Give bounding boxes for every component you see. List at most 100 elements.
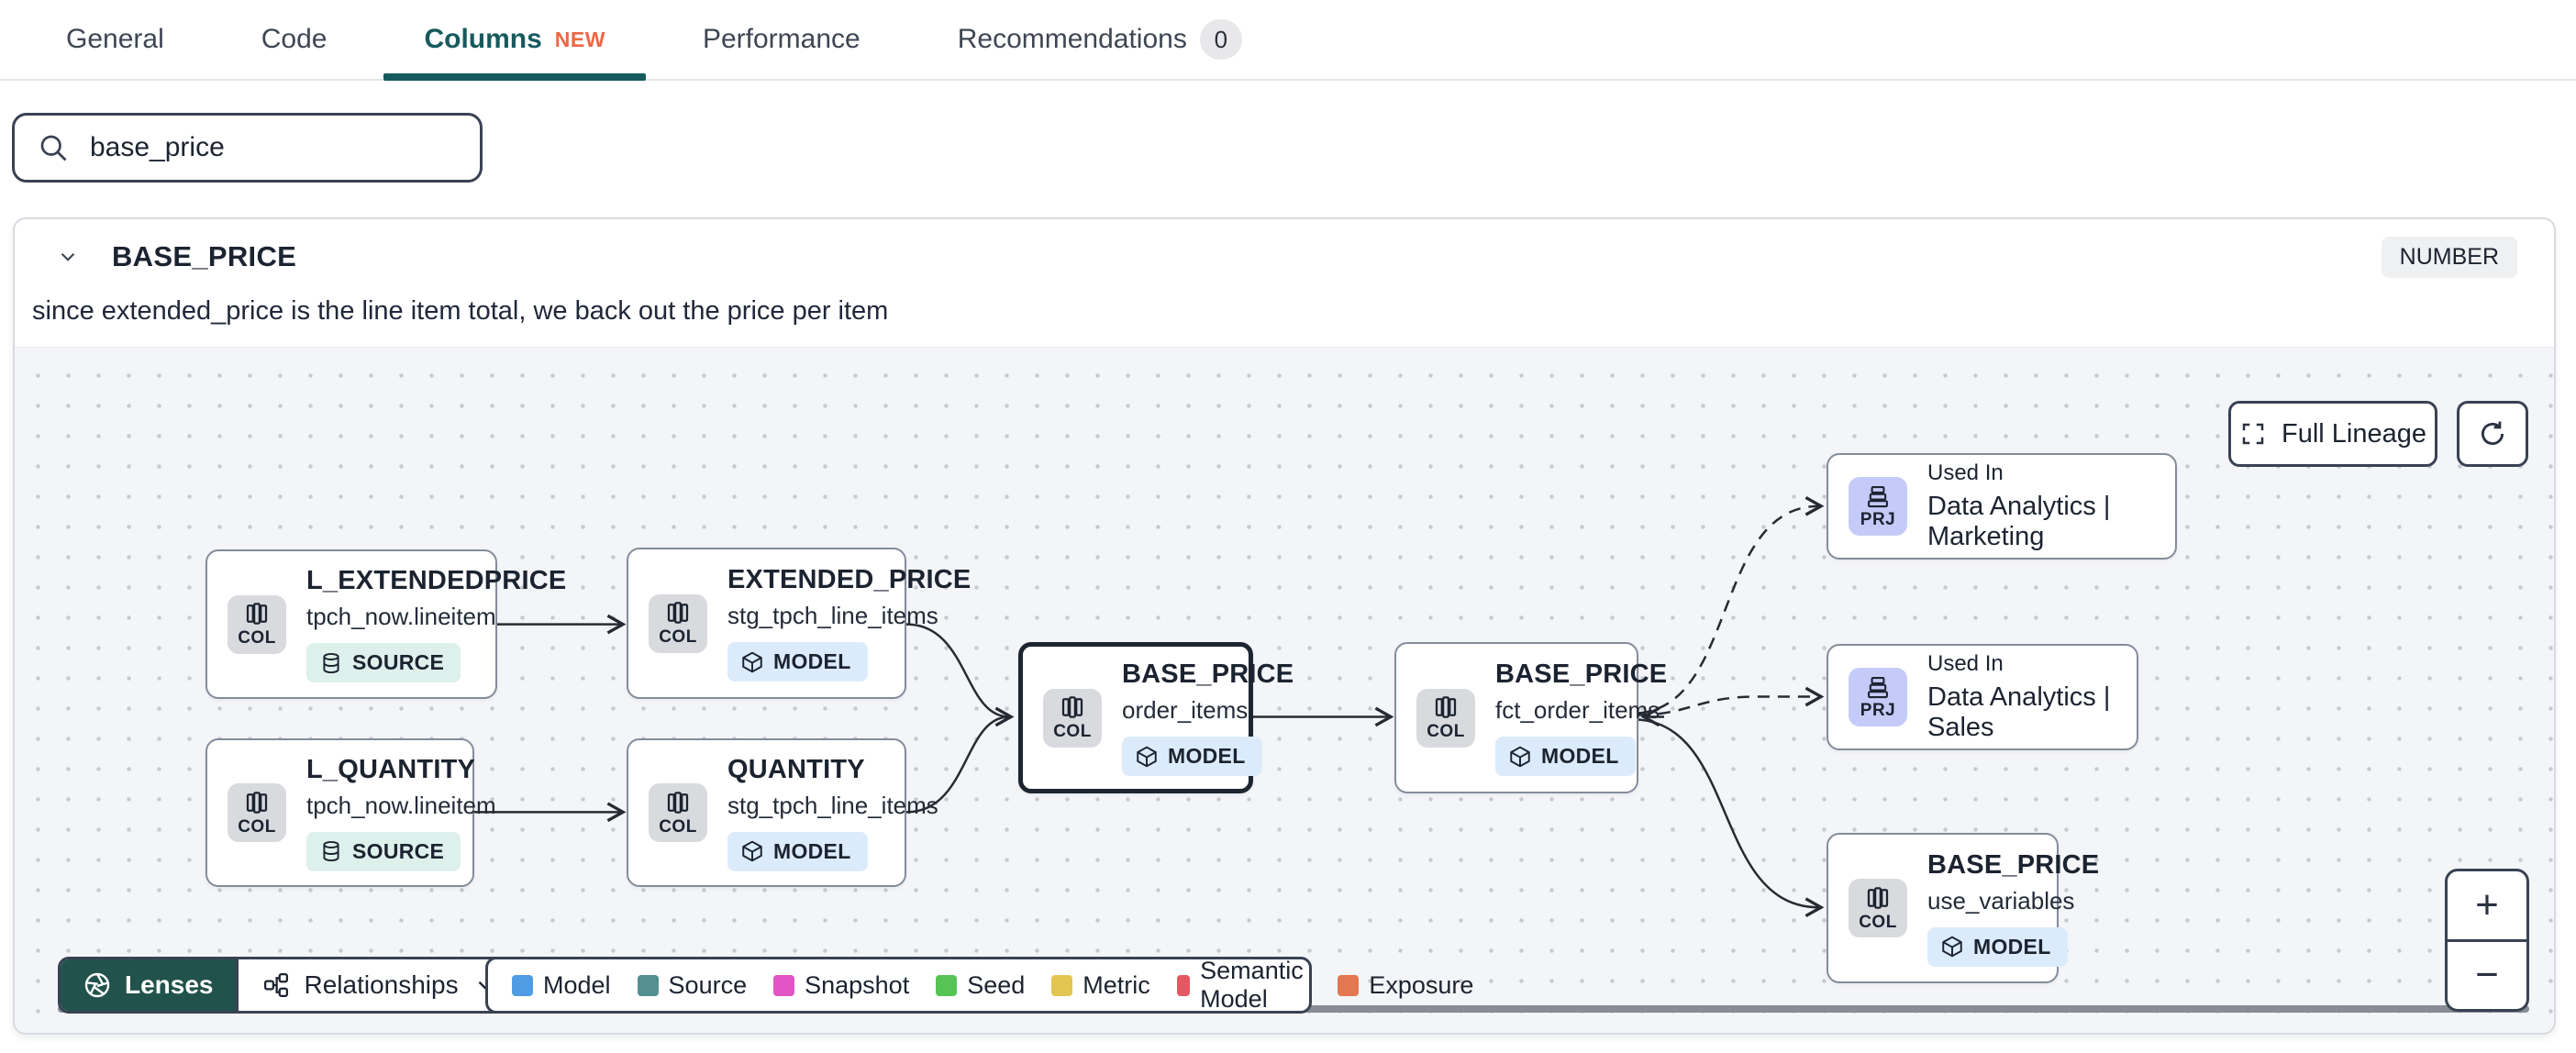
node-title: BASE_PRICE — [1495, 660, 1668, 689]
search-input[interactable] — [90, 132, 439, 163]
lineage-edges — [474, 495, 1825, 917]
columns-icon — [667, 791, 689, 814]
legend-item-snapshot: Snapshot — [773, 971, 909, 1000]
column-type-badge: NUMBER — [2381, 236, 2517, 278]
cube-icon — [1942, 936, 1962, 958]
tab-label: Code — [261, 24, 328, 54]
lenses-button[interactable]: Lenses — [61, 959, 236, 1011]
columns-icon — [1867, 886, 1889, 909]
column-panel: BASE_PRICE NUMBER since extended_price i… — [13, 217, 2556, 1035]
node-title: Data Analytics | Sales — [1927, 682, 2111, 742]
lineage-node-base-price-fct-order-items[interactable]: COL BASE_PRICE fct_order_items MODEL — [1394, 642, 1667, 793]
columns-icon — [1435, 696, 1457, 718]
tab-label: General — [66, 24, 164, 54]
prj-badge: PRJ — [1849, 477, 1907, 536]
lineage-node-exposure-sales[interactable]: PRJ Used In Data Analytics | Sales — [1827, 644, 2138, 750]
project-icon — [1868, 485, 1888, 507]
legend-item-model: Model — [512, 971, 611, 1000]
node-title: EXTENDED_PRICE — [727, 565, 972, 594]
node-title: BASE_PRICE — [1927, 849, 2100, 880]
tab-performance[interactable]: Performance — [662, 0, 901, 79]
lineage-legend: Model Source Snapshot Seed Metric Semant… — [485, 957, 1473, 1014]
relationships-icon — [263, 973, 288, 997]
lineage-toolbar: Lenses Relationships — [58, 957, 524, 1014]
lineage-canvas[interactable]: COL L_EXTENDEDPRICE tpch_now.lineitem SO… — [15, 347, 2554, 1033]
node-subtitle: stg_tpch_line_items — [727, 791, 938, 819]
model-badge: MODEL — [1122, 737, 1262, 776]
source-badge: SOURCE — [306, 643, 461, 682]
node-title: L_QUANTITY — [306, 754, 476, 784]
node-subtitle: stg_tpch_line_items — [727, 602, 938, 629]
legend-item-metric: Metric — [1051, 971, 1150, 1000]
legend-item-source: Source — [637, 971, 747, 1000]
prj-badge: PRJ — [1849, 668, 1907, 726]
columns-icon — [667, 602, 689, 624]
column-panel-header: BASE_PRICE NUMBER — [15, 219, 2554, 278]
model-badge: MODEL — [1927, 926, 2068, 967]
collapse-chevron-icon[interactable] — [55, 244, 81, 270]
zoom-in-button[interactable]: + — [2448, 871, 2526, 942]
used-in-label: Used In — [1927, 460, 2004, 485]
tab-label: Columns — [424, 24, 542, 54]
zoom-out-button[interactable]: − — [2475, 952, 2499, 998]
recommendations-count-badge: 0 — [1199, 19, 1242, 60]
col-badge: COL — [649, 593, 707, 653]
legend-item-exposure: Exposure — [1338, 971, 1473, 1000]
node-subtitle: order_items — [1122, 696, 1249, 724]
legend-swatch — [1176, 974, 1191, 996]
legend-swatch — [512, 974, 533, 996]
tab-label: Performance — [702, 24, 861, 54]
zoom-control: + − — [2445, 869, 2529, 1012]
expand-icon — [2242, 423, 2264, 445]
tab-recommendations[interactable]: Recommendations 0 — [917, 0, 1282, 79]
columns-icon — [246, 791, 268, 814]
tab-bar: General Code Columns NEW Performance Rec… — [0, 0, 2576, 81]
lineage-node-base-price-use-variables[interactable]: COL BASE_PRICE use_variables MODEL — [1827, 833, 2099, 983]
lineage-node-exposure-marketing[interactable]: PRJ Used In Data Analytics | Marketing — [1827, 453, 2177, 560]
node-title: Data Analytics | Marketing — [1927, 492, 2111, 551]
column-name: BASE_PRICE — [112, 240, 297, 272]
cube-icon — [742, 840, 762, 862]
project-icon — [1868, 676, 1888, 698]
lineage-node-extended-price[interactable]: COL EXTENDED_PRICE stg_tpch_line_items M… — [627, 548, 971, 699]
lineage-node-l-extendedprice[interactable]: COL L_EXTENDEDPRICE tpch_now.lineitem SO… — [205, 549, 566, 699]
columns-icon — [246, 603, 268, 625]
legend-item-semantic-model: Semantic Model — [1176, 957, 1312, 1014]
search-box[interactable] — [12, 113, 483, 183]
tab-columns[interactable]: Columns NEW — [383, 0, 646, 81]
col-badge: COL — [1043, 688, 1102, 748]
used-in-label: Used In — [1927, 651, 2004, 676]
model-badge: MODEL — [727, 831, 868, 871]
cube-icon — [1137, 746, 1157, 767]
lineage-node-l-quantity[interactable]: COL L_QUANTITY tpch_now.lineitem SOURCE — [205, 738, 496, 887]
col-badge: COL — [1849, 879, 1907, 937]
node-subtitle: tpch_now.lineitem — [306, 791, 496, 819]
legend-item-seed: Seed — [936, 971, 1025, 1000]
source-badge: SOURCE — [306, 831, 461, 871]
legend-swatch — [936, 974, 958, 996]
tab-code[interactable]: Code — [221, 0, 368, 79]
lenses-aperture-icon — [84, 972, 110, 998]
lineage-node-quantity[interactable]: COL QUANTITY stg_tpch_line_items MODEL — [627, 738, 938, 887]
model-badge: MODEL — [1495, 737, 1636, 776]
lineage-node-base-price-order-items[interactable]: COL BASE_PRICE order_items MODEL — [1018, 642, 1294, 793]
col-badge: COL — [228, 783, 286, 842]
search-row — [0, 81, 2576, 183]
node-title: QUANTITY — [727, 754, 865, 784]
legend-swatch — [1338, 974, 1360, 996]
legend-swatch — [637, 974, 659, 996]
tab-general[interactable]: General — [26, 0, 205, 79]
relationships-dropdown[interactable]: Relationships — [235, 959, 521, 1011]
tab-label: Recommendations — [957, 24, 1187, 54]
refresh-button[interactable] — [2457, 401, 2528, 467]
node-subtitle: fct_order_items — [1495, 696, 1660, 724]
search-icon — [40, 135, 67, 161]
full-lineage-button[interactable]: Full Lineage — [2228, 401, 2437, 467]
new-badge: NEW — [554, 27, 605, 51]
database-icon — [323, 840, 339, 862]
col-badge: COL — [649, 783, 707, 842]
legend-swatch — [773, 974, 795, 996]
database-icon — [323, 652, 339, 673]
column-description: since extended_price is the line item to… — [32, 296, 889, 326]
model-badge: MODEL — [727, 642, 868, 682]
